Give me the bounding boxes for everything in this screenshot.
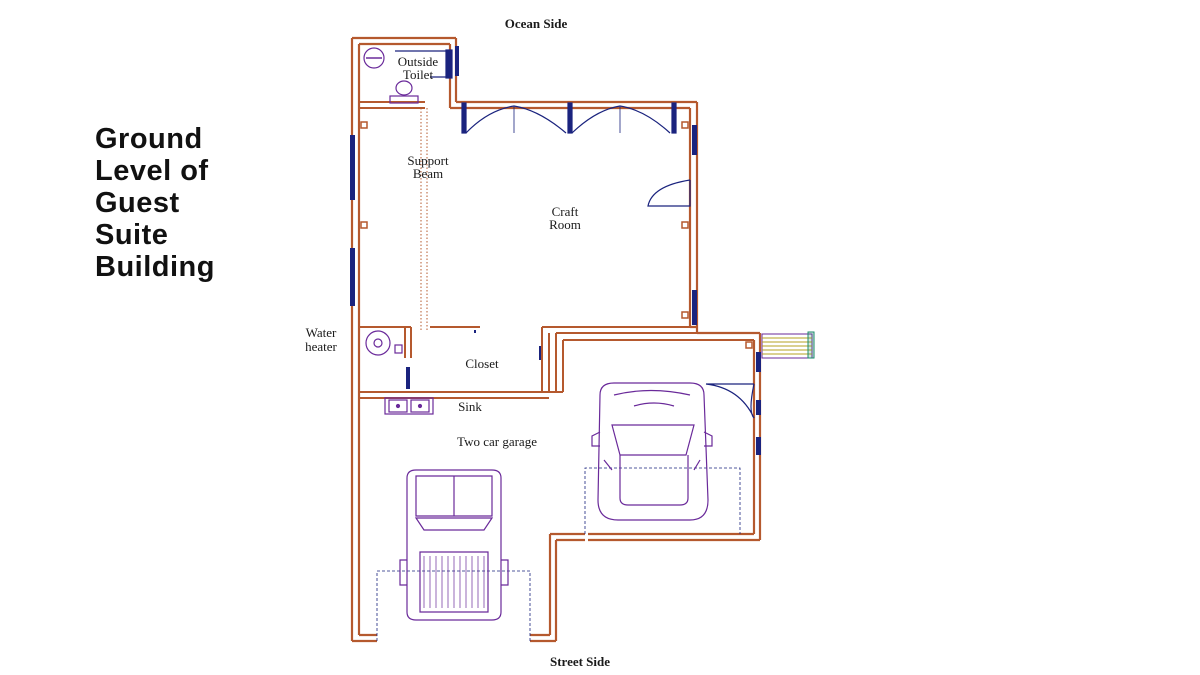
ocean-side-label: Ocean Side (505, 16, 568, 31)
support-beam-label: Beam (413, 166, 443, 181)
water-heater-label: Water (306, 325, 337, 340)
shower-drain-icon (363, 47, 385, 69)
plan-title: Ground Level of Guest Suite Building (95, 123, 215, 283)
water-heater (365, 330, 403, 356)
parking-outlines (376, 467, 741, 641)
toilet-fixtures (363, 47, 419, 104)
sink-fixture (384, 397, 434, 415)
title-line: Ground (95, 123, 203, 155)
doors (395, 49, 755, 419)
sink-label: Sink (458, 399, 482, 414)
craft-room-label: Room (549, 217, 581, 232)
outside-toilet-label: Toilet (403, 67, 434, 82)
craft-room-label: Craft (552, 204, 579, 219)
toilet-icon (395, 80, 413, 96)
interior-walls (359, 101, 754, 399)
wall-ticks (360, 121, 753, 349)
window (406, 367, 410, 389)
window (756, 437, 761, 455)
truck-icon (399, 469, 509, 621)
window (692, 290, 697, 325)
street-side-label: Street Side (550, 654, 610, 669)
window (350, 248, 355, 306)
support-beam-label: Support (407, 153, 449, 168)
title-line: Guest (95, 187, 180, 219)
outside-steps (761, 331, 815, 359)
title-line: Level of (95, 155, 209, 187)
window (350, 135, 355, 200)
water-heater-label: heater (305, 339, 337, 354)
car-icon (591, 382, 713, 521)
window (455, 46, 459, 76)
window (756, 352, 761, 372)
outside-toilet-label: Outside (398, 54, 439, 69)
closet-label: Closet (465, 356, 499, 371)
title-line: Suite (95, 219, 169, 251)
garage-label: Two car garage (457, 434, 537, 449)
windows (350, 46, 761, 455)
window (692, 125, 697, 155)
title-line: Building (95, 251, 215, 283)
exterior-walls (350, 36, 762, 643)
window (756, 400, 761, 415)
support-beam (420, 108, 428, 330)
